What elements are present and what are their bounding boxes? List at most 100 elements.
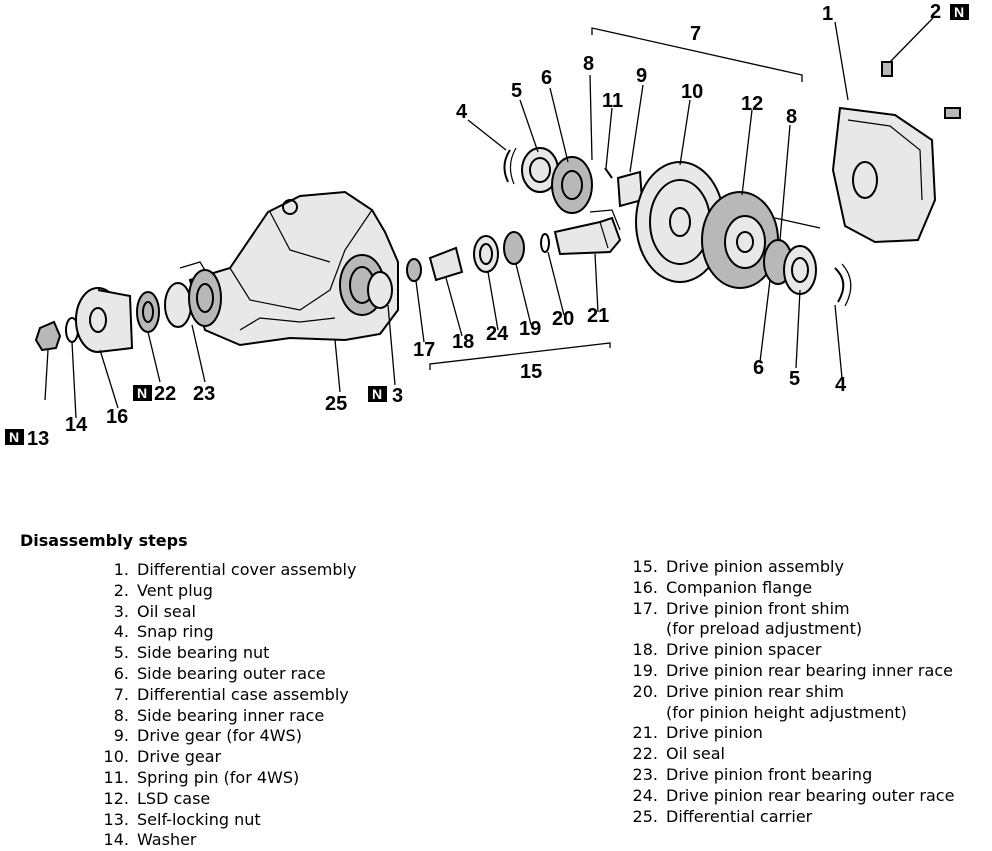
step-text: Side bearing nut	[137, 643, 270, 663]
step-number: 6.	[113, 663, 129, 683]
callout-1: 1	[822, 3, 833, 25]
pinion-front-parts-drawing	[34, 269, 222, 353]
step-item: 13. Self-locking nut	[95, 810, 356, 831]
step-number: 8.	[113, 705, 129, 725]
step-number: 16.	[632, 577, 658, 597]
steps-list-right: 15. Drive pinion assembly 16. Companion fl…	[624, 557, 955, 828]
step-number: 23.	[632, 764, 658, 784]
step-item-continuation: (for pinion height adjustment)	[624, 703, 954, 724]
leader-lines	[44, 17, 934, 419]
step-number: 3.	[113, 601, 129, 621]
right-side-bearing-drawing	[763, 239, 852, 307]
step-item-continuation: (for preload adjustment)	[624, 619, 954, 640]
step-number: 11.	[103, 767, 129, 787]
step-item: 12. LSD case	[95, 789, 356, 810]
callout-13: 13	[27, 428, 49, 450]
step-number: 12.	[103, 788, 129, 808]
callout-23: 23	[193, 383, 215, 405]
step-item: 6. Side bearing outer race	[95, 664, 356, 685]
step-text: Companion flange	[666, 577, 813, 597]
step-text: Self-locking nut	[137, 809, 261, 829]
step-number: 22.	[632, 744, 658, 764]
step-item: 17. Drive pinion front shim	[624, 599, 954, 620]
n-badge-2: N	[950, 4, 969, 20]
step-text: Drive pinion rear shim	[666, 681, 844, 701]
step-text: Drive pinion front shim	[666, 598, 850, 618]
callout-6-top: 6	[541, 67, 552, 89]
drive-gear-lsd-drawing	[635, 161, 821, 289]
step-item: 15. Drive pinion assembly	[624, 557, 954, 578]
step-item: 25.Differential carrier	[624, 807, 954, 828]
callout-2: 2	[930, 1, 941, 23]
step-item: 10. Drive gear	[95, 747, 356, 768]
step-item: 20.Drive pinion rear shim	[624, 682, 954, 703]
callout-17: 17	[413, 339, 435, 361]
step-text: Differential case assembly	[137, 684, 349, 704]
drive-pinion-assembly-drawing	[406, 209, 622, 282]
step-number: 9.	[113, 726, 129, 746]
step-text: Drive pinion front bearing	[666, 764, 873, 784]
callout-5-bottom: 5	[789, 368, 800, 390]
steps-list-left: 1.Differential cover assembly 2. Vent plu…	[95, 560, 357, 851]
step-item: 5. Side bearing nut	[95, 643, 356, 664]
step-text: Drive gear (for 4WS)	[137, 726, 302, 746]
callout-3: 3	[392, 385, 403, 407]
step-number: 14.	[103, 830, 129, 850]
callout-21: 21	[587, 305, 609, 327]
step-text: Washer	[137, 830, 197, 850]
step-item: 2. Vent plug	[95, 581, 356, 602]
callout-8-top: 8	[583, 53, 594, 75]
n-badge-3: N	[368, 386, 387, 402]
callout-14: 14	[65, 414, 88, 436]
step-number: 7.	[113, 684, 129, 704]
step-number: 4.	[113, 622, 129, 642]
callout-12: 12	[741, 93, 763, 115]
step-number: 18.	[632, 640, 658, 660]
step-text: Oil seal	[666, 744, 725, 764]
step-item: 19.Drive pinion rear bearing inner race	[624, 661, 954, 682]
step-text: Differential cover assembly	[137, 560, 357, 579]
step-item: 21.Drive pinion	[624, 723, 954, 744]
step-number: 13.	[103, 809, 129, 829]
step-item: 1.Differential cover assembly	[95, 560, 357, 581]
disassembly-steps-title: Disassembly steps	[20, 531, 188, 550]
left-side-bearing-drawing	[503, 147, 644, 214]
step-item: 4. Snap ring	[95, 622, 356, 643]
step-text: Snap ring	[137, 622, 214, 642]
step-text: Side bearing inner race	[137, 705, 325, 725]
callout-7: 7	[690, 23, 701, 45]
callout-18: 18	[452, 331, 474, 353]
step-number: 19.	[632, 660, 658, 680]
bracket-15	[429, 342, 611, 370]
n-badge-label: N	[372, 386, 382, 402]
step-item: 14. Washer	[95, 830, 356, 851]
exploded-view-diagram: 1 2 N 7 8 9 10 6 5 11 12 8 4 17 18 24 19…	[5, 1, 969, 450]
bracket-7	[591, 27, 803, 82]
step-text: Differential carrier	[666, 806, 813, 826]
step-number: 2.	[113, 580, 129, 600]
step-item: 18.Drive pinion spacer	[624, 640, 954, 661]
step-text: (for preload adjustment)	[666, 619, 863, 639]
step-text: Drive pinion	[666, 723, 763, 743]
step-number: 10.	[103, 747, 129, 767]
callout-22: 22	[154, 383, 176, 405]
step-number: 5.	[113, 643, 129, 663]
callout-6-bottom: 6	[753, 357, 764, 379]
callout-4-top: 4	[456, 101, 468, 123]
step-number: 17.	[632, 598, 658, 618]
step-number: 24.	[632, 785, 658, 805]
step-text: (for pinion height adjustment)	[666, 702, 907, 722]
n-badge-label: N	[137, 385, 147, 401]
step-item: 3.Oil seal	[95, 602, 356, 623]
step-text: Vent plug	[137, 580, 213, 600]
differential-carrier-drawing	[179, 190, 399, 347]
n-badge-22: N	[133, 385, 152, 401]
callout-11: 11	[602, 90, 623, 112]
step-text: Drive gear	[137, 747, 222, 767]
step-item: 8. Side bearing inner race	[95, 706, 356, 727]
step-number: 15.	[632, 557, 658, 576]
callout-25: 25	[325, 393, 347, 415]
step-text: LSD case	[137, 788, 211, 808]
step-text: Side bearing outer race	[137, 663, 326, 683]
step-text: Drive pinion assembly	[666, 557, 844, 576]
